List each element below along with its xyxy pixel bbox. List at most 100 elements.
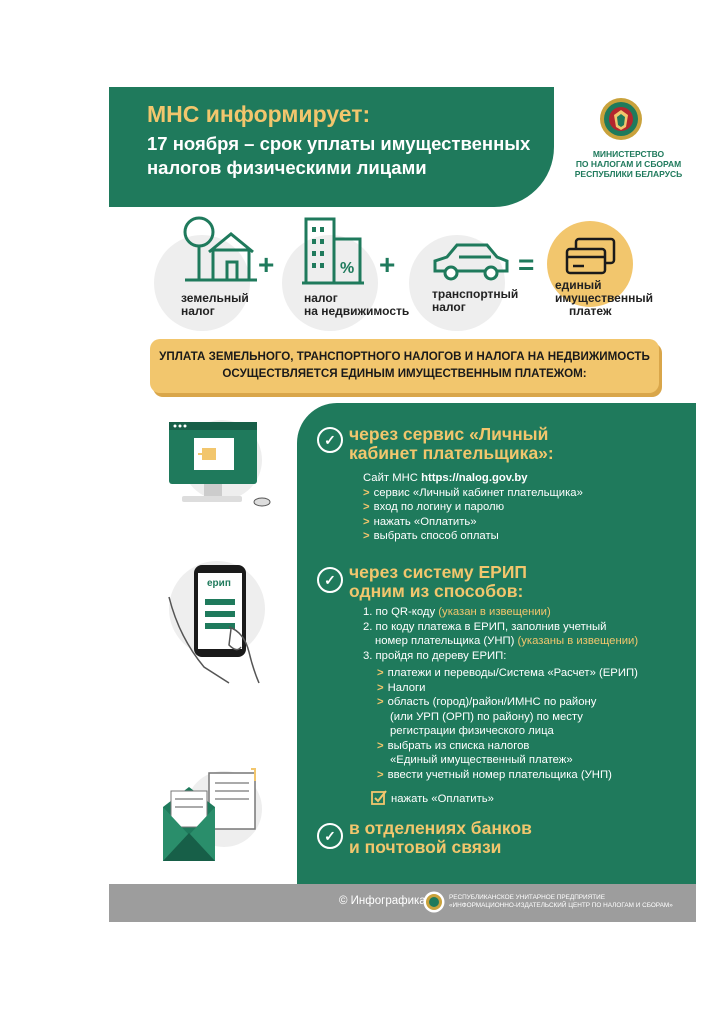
- tree-4-text-a: выбрать из списка налогов: [387, 739, 530, 752]
- section1-body: Сайт МНС https://nalog.gov.by >сервис «Л…: [363, 471, 583, 544]
- section3-heading: в отделениях банков и почтовой связи: [349, 819, 532, 857]
- banner-line-1: УПЛАТА ЗЕМЕЛЬНОГО, ТРАНСПОРТНОГО НАЛОГОВ…: [159, 350, 650, 363]
- footer-publisher-1: РЕСПУБЛИКАНСКОЕ УНИТАРНОЕ ПРЕДПРИЯТИЕ: [449, 894, 606, 901]
- land-tax-label-2: налог: [181, 304, 215, 318]
- arrow-icon: >: [363, 515, 370, 528]
- ministry-line-2: ПО НАЛОГАМ И СБОРАМ: [575, 159, 682, 169]
- site-prefix: Сайт МНС: [363, 472, 422, 484]
- ministry-line-1: МИНИСТЕРСТВО: [592, 149, 665, 159]
- banner-text: УПЛАТА ЗЕМЕЛЬНОГО, ТРАНСПОРТНОГО НАЛОГОВ…: [150, 348, 659, 382]
- s1-step-1: >сервис «Личный кабинет плательщика»: [363, 486, 583, 501]
- check-circle-icon: ✓: [317, 427, 343, 453]
- section2-heading: через систему ЕРИП одним из способов:: [349, 563, 527, 601]
- ministry-name: МИНИСТЕРСТВО ПО НАЛОГАМ И СБОРАМ РЕСПУБЛ…: [571, 149, 686, 179]
- section3-heading-1: в отделениях банков: [349, 818, 532, 838]
- property-tax-label-2: на недвижимость: [304, 304, 410, 318]
- transport-tax-label-2: налог: [432, 300, 466, 314]
- header-subtitle: 17 ноября – срок уплаты имущественных на…: [147, 133, 531, 178]
- check-circle-icon: ✓: [317, 823, 343, 849]
- arrow-icon: >: [377, 739, 384, 752]
- buildings-percent-icon: %: [302, 217, 364, 285]
- single-payment-label-1: единый: [555, 278, 602, 292]
- section2-methods: 1. по QR-коду (указан в извещении) 2. по…: [363, 605, 638, 663]
- header-banner: МНС информирует: 17 ноября – срок уплаты…: [109, 87, 554, 207]
- tree-2-text: Налоги: [387, 681, 426, 694]
- tree-3-text-a: область (город)/район/ИМНС по району: [387, 696, 597, 708]
- tree-5: >ввести учетный номер плательщика (УНП): [377, 768, 638, 783]
- svg-text:%: %: [340, 260, 354, 277]
- emblem-icon: [423, 891, 445, 913]
- site-url-link[interactable]: https://nalog.gov.by: [421, 472, 528, 484]
- s1-step-1-text: сервис «Личный кабинет плательщика»: [373, 486, 583, 499]
- arrow-icon: >: [377, 768, 384, 781]
- transport-tax-label-1: транспортный: [432, 287, 519, 301]
- s1-step-4: >выбрать способ оплаты: [363, 529, 583, 544]
- s1-step-2: >вход по логину и паролю: [363, 500, 583, 515]
- section1-heading-1: через сервис «Личный: [349, 424, 549, 444]
- land-tax-label: земельный налог: [181, 292, 249, 318]
- ministry-line-3: РЕСПУБЛИКИ БЕЛАРУСЬ: [574, 169, 683, 179]
- site-line: Сайт МНС https://nalog.gov.by: [363, 471, 583, 486]
- method-1-note: (указан в извещении): [438, 606, 551, 618]
- envelope-document-icon: [163, 768, 262, 861]
- single-payment-label-3: платеж: [569, 304, 612, 318]
- emblem-icon: [600, 98, 642, 140]
- house-tree-icon: [183, 216, 257, 282]
- method-1-text: 1. по QR-коду: [363, 606, 439, 618]
- method-1: 1. по QR-коду (указан в извещении): [363, 605, 638, 620]
- arrow-icon: >: [363, 501, 370, 513]
- infographic-poster: МНС информирует: 17 ноября – срок уплаты…: [109, 87, 696, 922]
- transport-tax-label: транспортный налог: [432, 288, 518, 314]
- arrow-icon: >: [363, 530, 370, 542]
- single-payment-label-2: имущественный: [555, 291, 653, 305]
- final-step: нажать «Оплатить»: [391, 793, 494, 805]
- property-tax-label-1: налог: [304, 291, 338, 305]
- tree-5-text: ввести учетный номер плательщика (УНП): [387, 768, 612, 781]
- computer-monitor-icon: [169, 420, 271, 507]
- tree-1-text: платежи и переводы/Система «Расчет» (ЕРИ…: [387, 667, 638, 679]
- tree-4-text-b: «Единый имущественный платеж»: [390, 754, 573, 766]
- erip-tree: >платежи и переводы/Система «Расчет» (ЕР…: [377, 666, 638, 782]
- arrow-icon: >: [363, 486, 370, 499]
- s1-step-2-text: вход по логину и паролю: [373, 501, 505, 513]
- tree-3-text-b: (или УРП (ОРП) по району) по месту: [390, 710, 583, 723]
- s1-step-3: >нажать «Оплатить»: [363, 515, 583, 530]
- check-circle-icon: ✓: [317, 567, 343, 593]
- land-tax-label-1: земельный: [181, 291, 249, 305]
- method-2-line-1: 2. по коду платежа в ЕРИП, заполнив учет…: [363, 620, 607, 633]
- smartphone-hand-icon: [168, 561, 265, 684]
- section1-heading: через сервис «Личный кабинет плательщика…: [349, 425, 554, 463]
- arrow-icon: >: [377, 696, 384, 708]
- single-payment-label: единый имущественный платеж: [555, 279, 653, 318]
- equals-sign: =: [518, 249, 535, 280]
- method-2-line-2: номер плательщика (УНП) (указаны в извещ…: [363, 634, 638, 649]
- tree-1: >платежи и переводы/Система «Расчет» (ЕР…: [377, 666, 638, 681]
- section2-heading-2: одним из способов:: [349, 581, 524, 601]
- tree-3-text-c: регистрации физического лица: [390, 725, 554, 737]
- section2-heading-1: через систему ЕРИП: [349, 562, 527, 582]
- section1-heading-2: кабинет плательщика»:: [349, 443, 554, 463]
- plus-sign-1: +: [258, 249, 275, 280]
- payment-methods-panel: ✓ через сервис «Личный кабинет плательщи…: [297, 403, 696, 885]
- footer: © Инфографика РЕСПУБЛИКАНСКОЕ УНИТАРНОЕ …: [109, 884, 696, 922]
- header-title: МНС информирует:: [147, 101, 371, 127]
- tree-3: >область (город)/район/ИМНС по району: [377, 695, 638, 710]
- cards-icon: [565, 237, 616, 275]
- transport-tax-circle: [409, 235, 505, 331]
- arrow-icon: >: [377, 667, 384, 679]
- method-2-text: номер плательщика (УНП): [375, 635, 518, 647]
- footer-copyright: © Инфографика: [339, 895, 426, 907]
- plus-sign-2: +: [379, 249, 396, 280]
- erip-logo: ерип: [207, 578, 231, 589]
- arrow-icon: >: [377, 681, 384, 694]
- info-banner: УПЛАТА ЗЕМЕЛЬНОГО, ТРАНСПОРТНОГО НАЛОГОВ…: [150, 339, 659, 393]
- method-3: 3. пройдя по дереву ЕРИП:: [363, 649, 507, 662]
- section3-heading-2: и почтовой связи: [349, 837, 502, 857]
- method-2-note: (указаны в извещении): [517, 635, 639, 647]
- checkbox-icon: [371, 790, 387, 805]
- tree-2: >Налоги: [377, 681, 638, 696]
- footer-publisher-2: «ИНФОРМАЦИОННО-ИЗДАТЕЛЬСКИЙ ЦЕНТР ПО НАЛ…: [449, 902, 673, 909]
- car-icon: [433, 243, 509, 281]
- tree-4: >выбрать из списка налогов: [377, 739, 638, 754]
- banner-line-2: ОСУЩЕСТВЛЯЕТСЯ ЕДИНЫМ ИМУЩЕСТВЕННЫМ ПЛАТ…: [222, 367, 587, 380]
